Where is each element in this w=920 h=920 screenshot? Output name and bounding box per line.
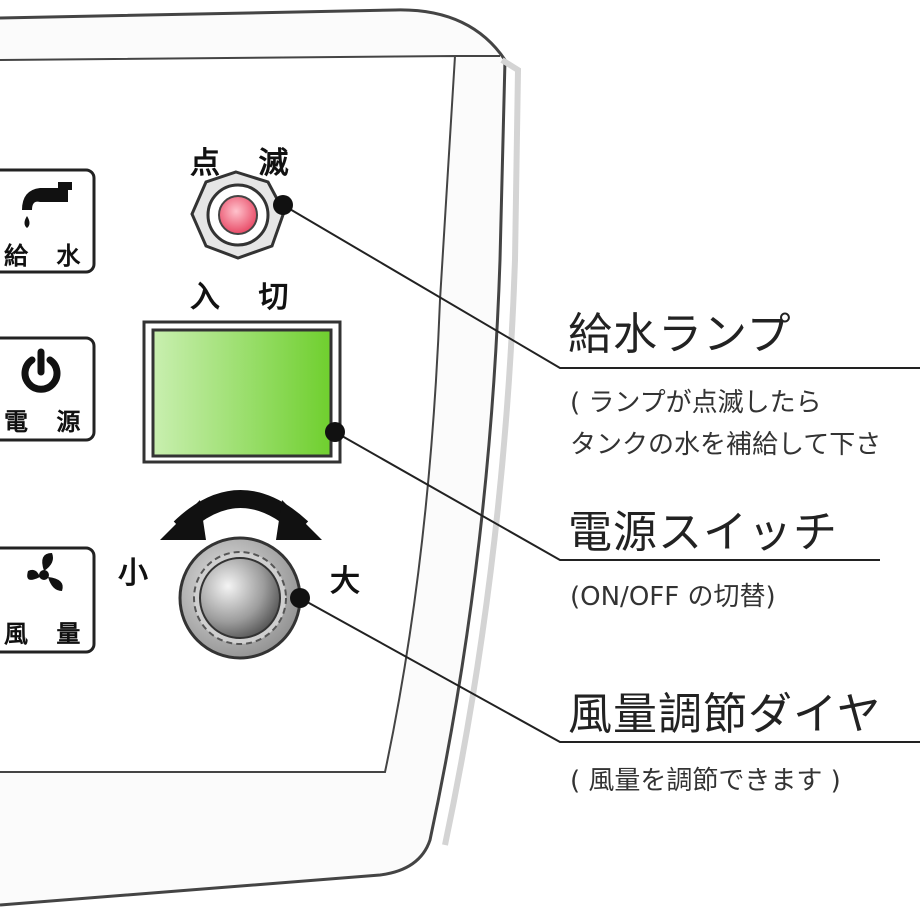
callout-line-water-lamp-2: タンクの水を補給して下さ — [570, 430, 882, 460]
power-icon — [21, 348, 61, 393]
callout-title-water-lamp: 給水ランプ — [568, 309, 792, 360]
power-on-off-label: 入 切 — [190, 280, 303, 315]
side-label-power: 電 源 — [4, 408, 91, 436]
side-box-water — [0, 168, 96, 274]
water-lamp — [190, 170, 286, 260]
side-box-fan — [0, 546, 96, 654]
dial-min-label: 小 — [118, 556, 148, 591]
callout-title-power-switch: 電源スイッチ — [568, 507, 838, 558]
side-label-water: 給 水 — [4, 242, 91, 270]
side-label-fan: 風 量 — [4, 620, 91, 648]
power-switch — [142, 320, 342, 464]
callout-line-water-lamp-1: ( ランプが点滅したら — [570, 388, 822, 418]
callout-line-power-switch-1: (ON/OFF の切替) — [570, 582, 776, 612]
fan-speed-dial — [178, 536, 302, 660]
dial-max-label: 大 — [330, 564, 360, 599]
dial-arrow — [160, 490, 322, 540]
leader-lines — [282, 204, 920, 743]
housing-shadow — [442, 57, 522, 846]
fan-icon — [27, 553, 63, 591]
callout-line-fan-dial-1: ( 風量を調節できます ) — [570, 766, 841, 796]
lamp-blink-label: 点 滅 — [190, 146, 303, 181]
side-box-power — [0, 336, 96, 442]
callout-title-fan-dial: 風量調節ダイヤ — [568, 689, 882, 740]
faucet-icon — [22, 182, 72, 228]
leader-dots — [273, 195, 345, 608]
